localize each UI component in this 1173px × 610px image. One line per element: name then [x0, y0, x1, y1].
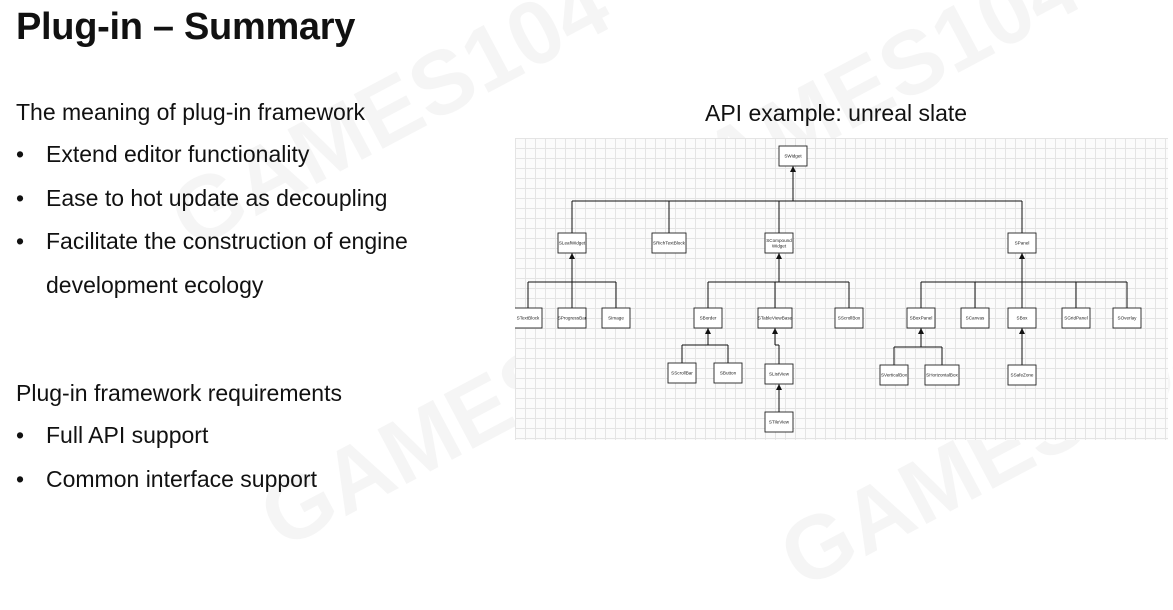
class-node-label: SListView — [769, 372, 790, 377]
class-node-ssafezone: SSafeZone — [1007, 364, 1037, 386]
class-node-sbutton: SButton — [713, 362, 743, 384]
class-node-sborder: SBorder — [693, 307, 723, 329]
section-heading-requirements: Plug-in framework requirements — [16, 380, 342, 406]
diagram-title: API example: unreal slate — [705, 100, 968, 126]
arrowhead — [790, 166, 796, 172]
bullet-list-meaning: • Extend editor functionality • Ease to … — [16, 133, 408, 307]
class-node-sbox: SBox — [1007, 307, 1037, 329]
class-node-sprogress: SProgressBar — [557, 307, 587, 329]
class-node-label: SScrollBar — [671, 371, 693, 376]
class-node-label: SOverlay — [1118, 316, 1138, 321]
class-node-srich: SRichTextBlock — [651, 232, 687, 254]
arrowhead — [1019, 328, 1025, 334]
bullet-dot: • — [16, 228, 25, 254]
class-node-sgridpanel: SGridPanel — [1061, 307, 1091, 329]
class-node-label: SImage — [608, 316, 624, 321]
class-node-label: SSafeZone — [1011, 373, 1034, 378]
arrowhead — [1019, 253, 1025, 259]
class-node-label: STextBlock — [517, 316, 540, 321]
arrowhead — [772, 328, 778, 334]
class-node-sscrollbar: SScrollBar — [667, 362, 697, 384]
class-node-label: SWidget — [784, 154, 802, 159]
bullet-item: • Facilitate the construction of engine … — [16, 220, 408, 307]
class-node-label: SHorizontalBox — [926, 373, 958, 378]
class-node-label: SPanel — [1015, 241, 1030, 246]
bullet-item: • Full API support — [16, 414, 317, 458]
bullet-text: Ease to hot update as decoupling — [46, 184, 388, 211]
class-node-sleaf: SLeafWidget — [557, 232, 587, 254]
section-heading-meaning: The meaning of plug-in framework — [16, 99, 365, 125]
class-node-stextblock: STextBlock — [515, 307, 543, 329]
arrowhead — [776, 384, 782, 390]
bullet-text: Extend editor functionality — [46, 141, 310, 167]
class-node-label: SBoxPanel — [910, 316, 933, 321]
class-node-spanel: SPanel — [1007, 232, 1037, 254]
arrowhead — [705, 328, 711, 334]
bullet-text: Facilitate the construction of engine — [46, 228, 408, 254]
bullet-item: • Common interface support — [16, 458, 317, 502]
class-node-sboxpanel: SBoxPanel — [906, 307, 936, 329]
slide-title: Plug-in – Summary — [16, 6, 356, 48]
bullet-item: • Extend editor functionality — [16, 133, 408, 177]
class-node-simage: SImage — [601, 307, 631, 329]
bullet-dot: • — [16, 465, 25, 492]
bullet-text: Common interface support — [46, 465, 318, 492]
class-node-label: SProgressBar — [558, 316, 587, 321]
class-node-sscrollbox: SScrollBox — [834, 307, 864, 329]
class-node-label: SBox — [1017, 316, 1029, 321]
class-node-label: SButton — [720, 371, 737, 376]
bullet-dot: • — [16, 422, 25, 448]
bullet-text-continued: development ecology — [46, 271, 264, 298]
class-node-label: SRichTextBlock — [653, 241, 686, 246]
class-node-label: Widget — [772, 243, 787, 248]
class-node-slistview: SListView — [764, 363, 794, 385]
class-node-scanvas: SCanvas — [960, 307, 990, 329]
class-node-label: SCanvas — [966, 316, 985, 321]
bullet-text: Full API support — [46, 422, 209, 448]
class-node-label: STileView — [769, 420, 790, 425]
class-node-label: SLeafWidget — [559, 241, 586, 246]
class-node-label: SScrollBox — [838, 316, 861, 321]
class-node-stableviewbase: STableViewBase — [757, 307, 793, 329]
class-node-shorizontalbox: SHorizontalBox — [924, 364, 960, 386]
bullet-list-requirements: • Full API support • Common interface su… — [16, 414, 317, 501]
bullet-dot: • — [16, 184, 25, 211]
class-node-label: SGridPanel — [1064, 316, 1088, 321]
bullet-item: • Ease to hot update as decoupling — [16, 177, 408, 221]
bullet-dot: • — [16, 141, 25, 167]
arrowhead — [776, 253, 782, 259]
class-node-label: SVerticalBox — [881, 373, 908, 378]
class-node-swidget: SWidget — [778, 145, 808, 167]
class-node-label: STableViewBase — [758, 316, 793, 321]
class-node-sverticalbox: SVerticalBox — [879, 364, 909, 386]
class-node-label: SCompound — [766, 238, 792, 243]
arrowhead — [918, 328, 924, 334]
arrowhead — [569, 253, 575, 259]
class-node-soverlay: SOverlay — [1112, 307, 1142, 329]
class-node-stileview: STileView — [764, 411, 794, 433]
class-node-label: SBorder — [700, 316, 717, 321]
